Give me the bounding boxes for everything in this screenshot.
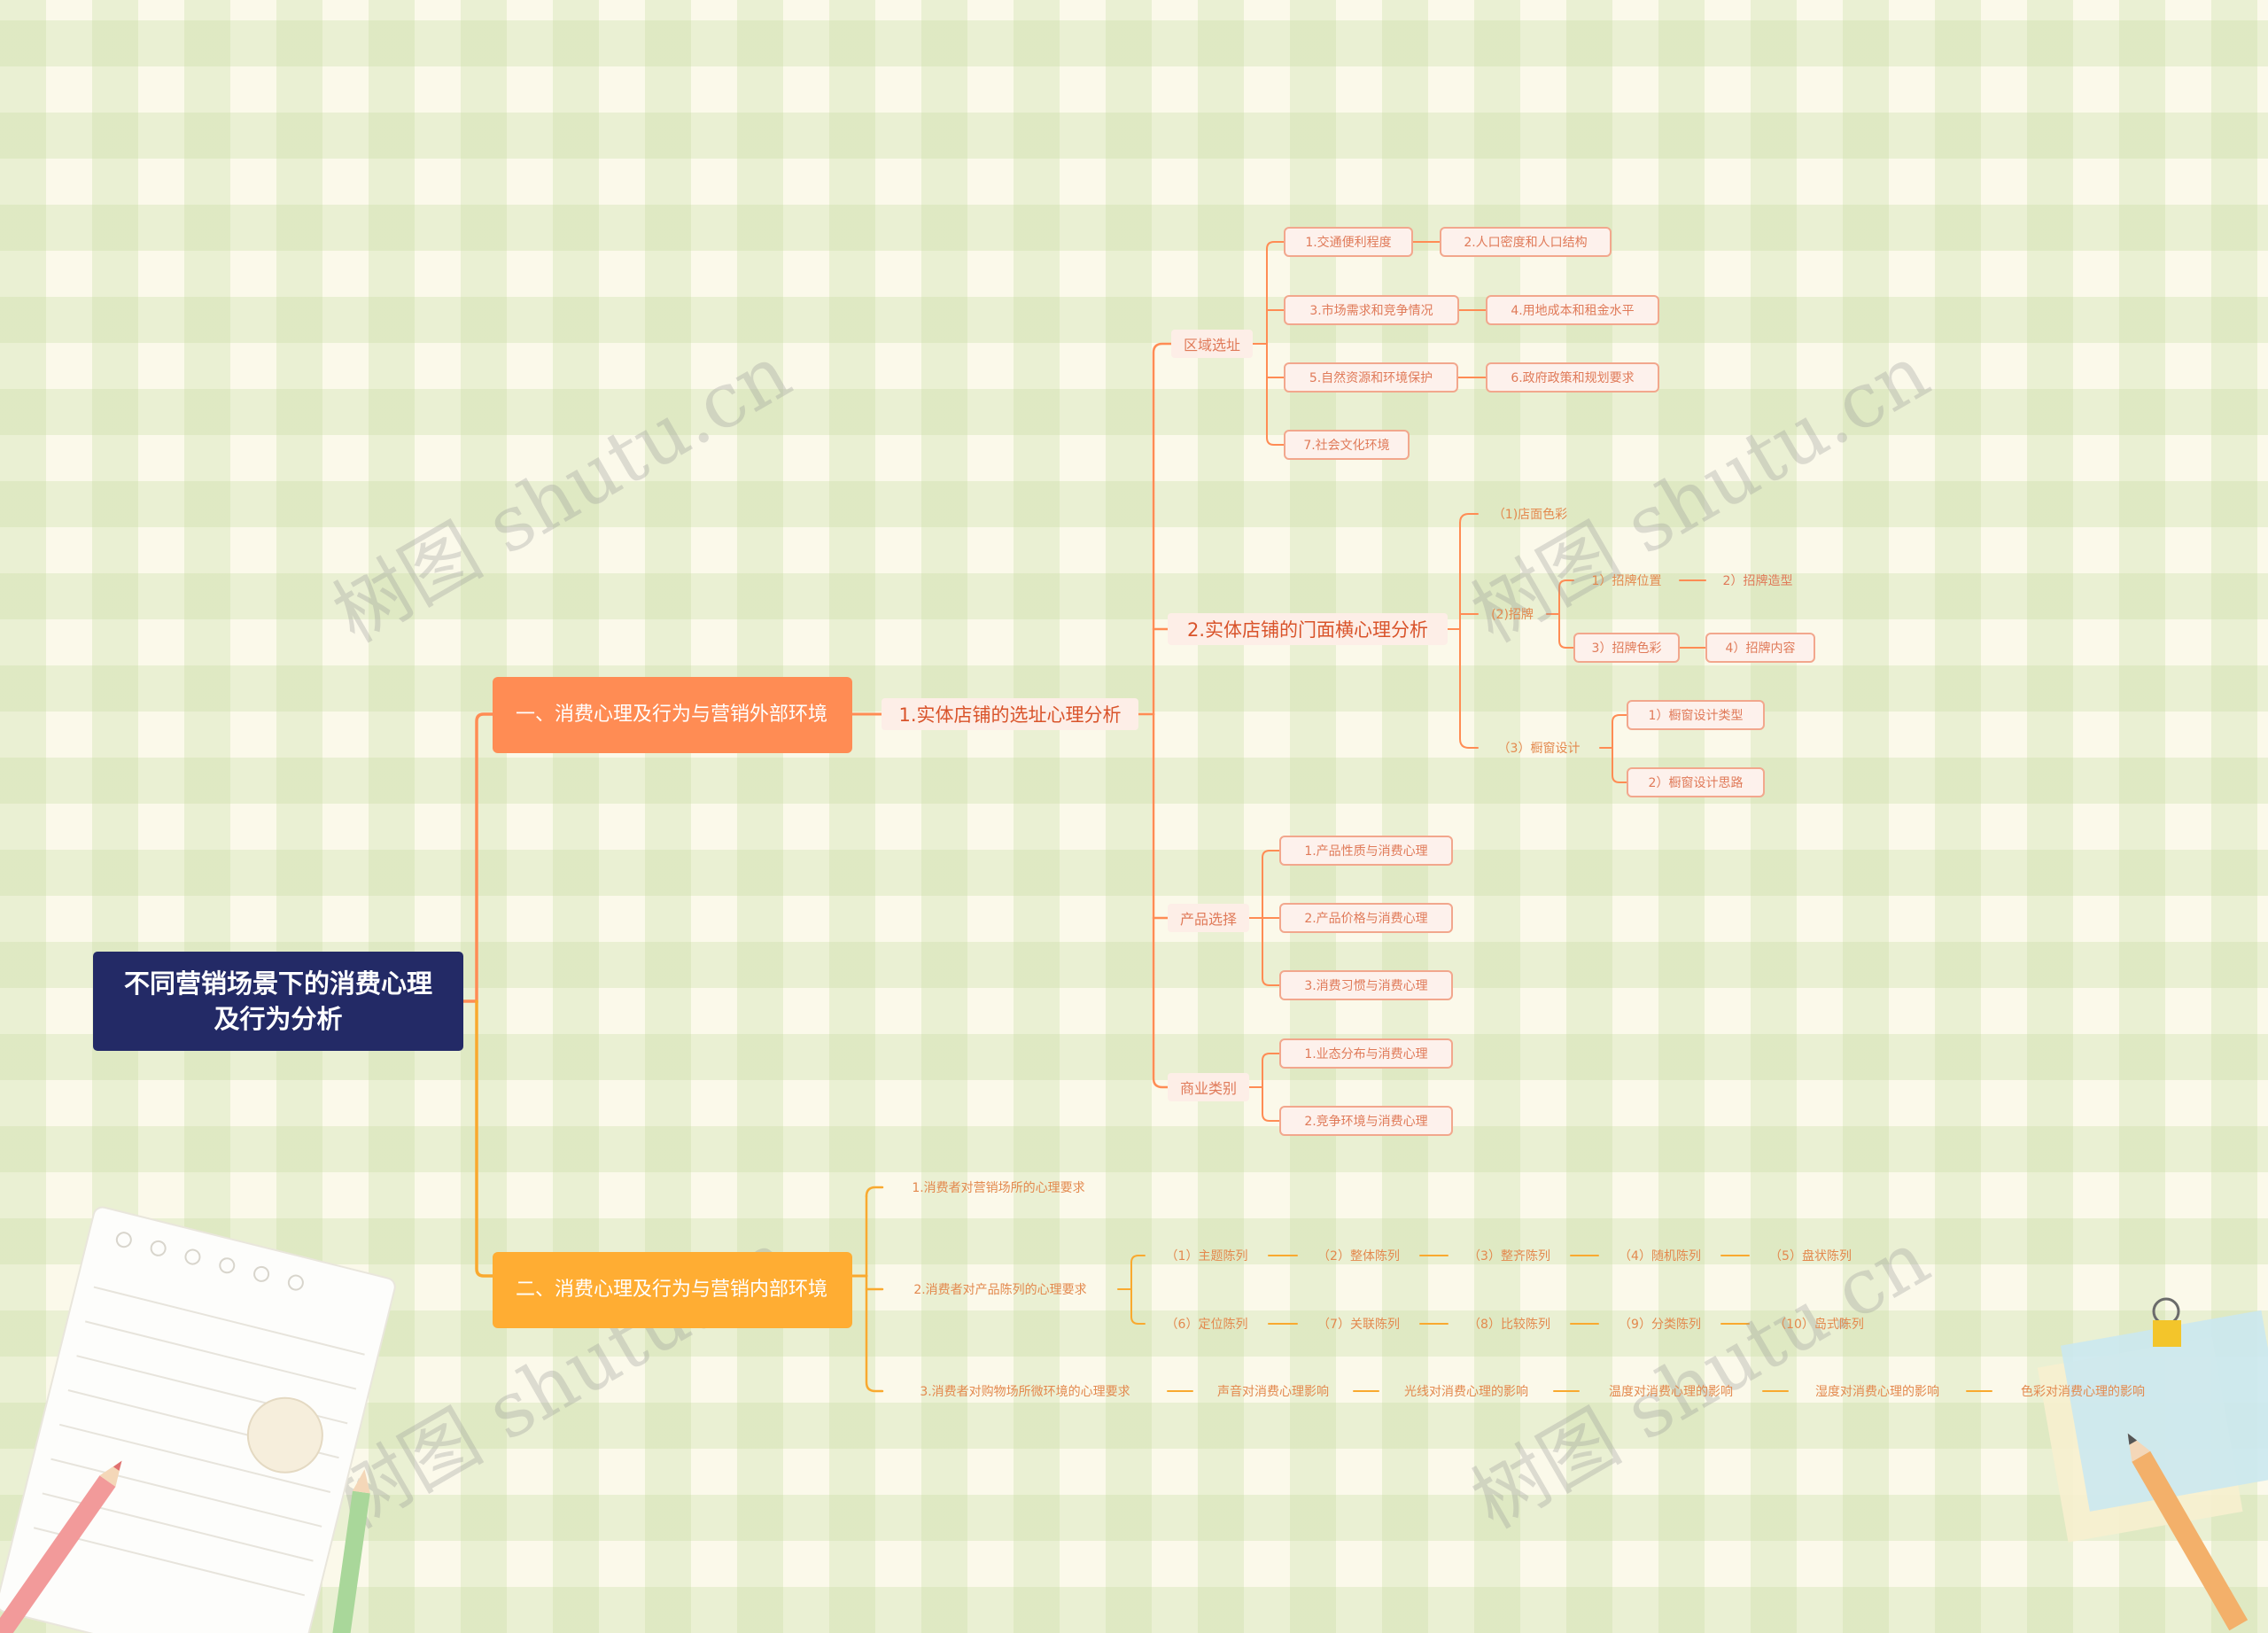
leaf-light-effect[interactable]: 光线对消费心理的影响 [1379, 1380, 1554, 1403]
leaf-theme-display[interactable]: （1）主题陈列 [1145, 1244, 1269, 1267]
topic-area-location[interactable]: 区域选址 [1171, 330, 1253, 358]
leaf-color-effect[interactable]: 色彩对消费心理的影响 [1992, 1380, 2174, 1403]
leaf-positioning-display[interactable]: （6）定位陈列 [1145, 1312, 1269, 1335]
leaf-neat-display[interactable]: （3）整齐陈列 [1448, 1244, 1571, 1267]
leaf-temperature-effect[interactable]: 温度对消费心理的影响 [1579, 1380, 1763, 1403]
topic-storefront-analysis[interactable]: 2.实体店铺的门面横心理分析 [1168, 613, 1448, 645]
leaf-comparison-display[interactable]: （8）比较陈列 [1448, 1312, 1571, 1335]
leaf-natural-resources[interactable]: 5.自然资源和环境保护 [1284, 362, 1458, 393]
leaf-overall-display[interactable]: （2）整体陈列 [1297, 1244, 1420, 1267]
notebook-pencil-illustration [0, 1201, 416, 1633]
leaf-business-format[interactable]: 1.业态分布与消费心理 [1279, 1038, 1453, 1069]
topic-signboard[interactable]: (2)招牌 [1478, 603, 1547, 626]
root-topic[interactable]: 不同营销场景下的消费心理及行为分析 [93, 952, 463, 1051]
leaf-product-price[interactable]: 2.产品价格与消费心理 [1279, 903, 1453, 933]
leaf-signboard-color[interactable]: 3）招牌色彩 [1573, 633, 1680, 663]
leaf-signboard-content[interactable]: 4）招牌内容 [1705, 633, 1815, 663]
branch-external-environment[interactable]: 一、消费心理及行为与营销外部环境 [493, 677, 852, 753]
leaf-random-display[interactable]: （4）随机陈列 [1598, 1244, 1721, 1267]
topic-window-design[interactable]: （3）橱窗设计 [1478, 736, 1600, 759]
leaf-consumption-habit[interactable]: 3.消费习惯与消费心理 [1279, 970, 1453, 1000]
leaf-land-cost[interactable]: 4.用地成本和租金水平 [1486, 295, 1659, 325]
leaf-sound-effect[interactable]: 声音对消费心理影响 [1192, 1380, 1354, 1403]
topic-storefront-color[interactable]: （1)店面色彩 [1478, 502, 1582, 525]
leaf-window-design-idea[interactable]: 2）橱窗设计思路 [1627, 767, 1765, 797]
leaf-tray-display[interactable]: （5）盘状陈列 [1749, 1244, 1872, 1267]
leaf-transport-convenience[interactable]: 1.交通便利程度 [1284, 227, 1413, 257]
topic-venue-requirements[interactable]: 1.消费者对营销场所的心理要求 [882, 1176, 1115, 1199]
topic-business-category[interactable]: 商业类别 [1168, 1073, 1249, 1101]
leaf-population-density[interactable]: 2.人口密度和人口结构 [1440, 227, 1612, 257]
topic-product-selection[interactable]: 产品选择 [1168, 904, 1249, 932]
leaf-government-policy[interactable]: 6.政府政策和规划要求 [1486, 362, 1659, 393]
leaf-social-culture[interactable]: 7.社会文化环境 [1284, 430, 1410, 460]
topic-store-location-analysis[interactable]: 1.实体店铺的选址心理分析 [882, 698, 1138, 730]
topic-micro-environment[interactable]: 3.消费者对购物场所微环境的心理要求 [882, 1380, 1168, 1403]
leaf-competition-environment[interactable]: 2.竞争环境与消费心理 [1279, 1106, 1453, 1136]
leaf-related-display[interactable]: （7）关联陈列 [1297, 1312, 1420, 1335]
leaf-signboard-position[interactable]: 1）招牌位置 [1573, 569, 1680, 592]
leaf-island-display[interactable]: （10）岛式陈列 [1749, 1312, 1889, 1335]
branch-internal-environment[interactable]: 二、消费心理及行为与营销内部环境 [493, 1252, 852, 1328]
leaf-product-nature[interactable]: 1.产品性质与消费心理 [1279, 836, 1453, 866]
leaf-category-display[interactable]: （9）分类陈列 [1598, 1312, 1721, 1335]
leaf-signboard-shape[interactable]: 2）招牌造型 [1705, 565, 1810, 595]
leaf-humidity-effect[interactable]: 湿度对消费心理的影响 [1788, 1380, 1967, 1403]
topic-display-requirements[interactable]: 2.消费者对产品陈列的心理要求 [882, 1278, 1118, 1301]
leaf-window-design-type[interactable]: 1）橱窗设计类型 [1627, 700, 1765, 730]
leaf-market-demand[interactable]: 3.市场需求和竞争情况 [1284, 295, 1459, 325]
sticky-note-pencil-illustration [2011, 1276, 2268, 1633]
